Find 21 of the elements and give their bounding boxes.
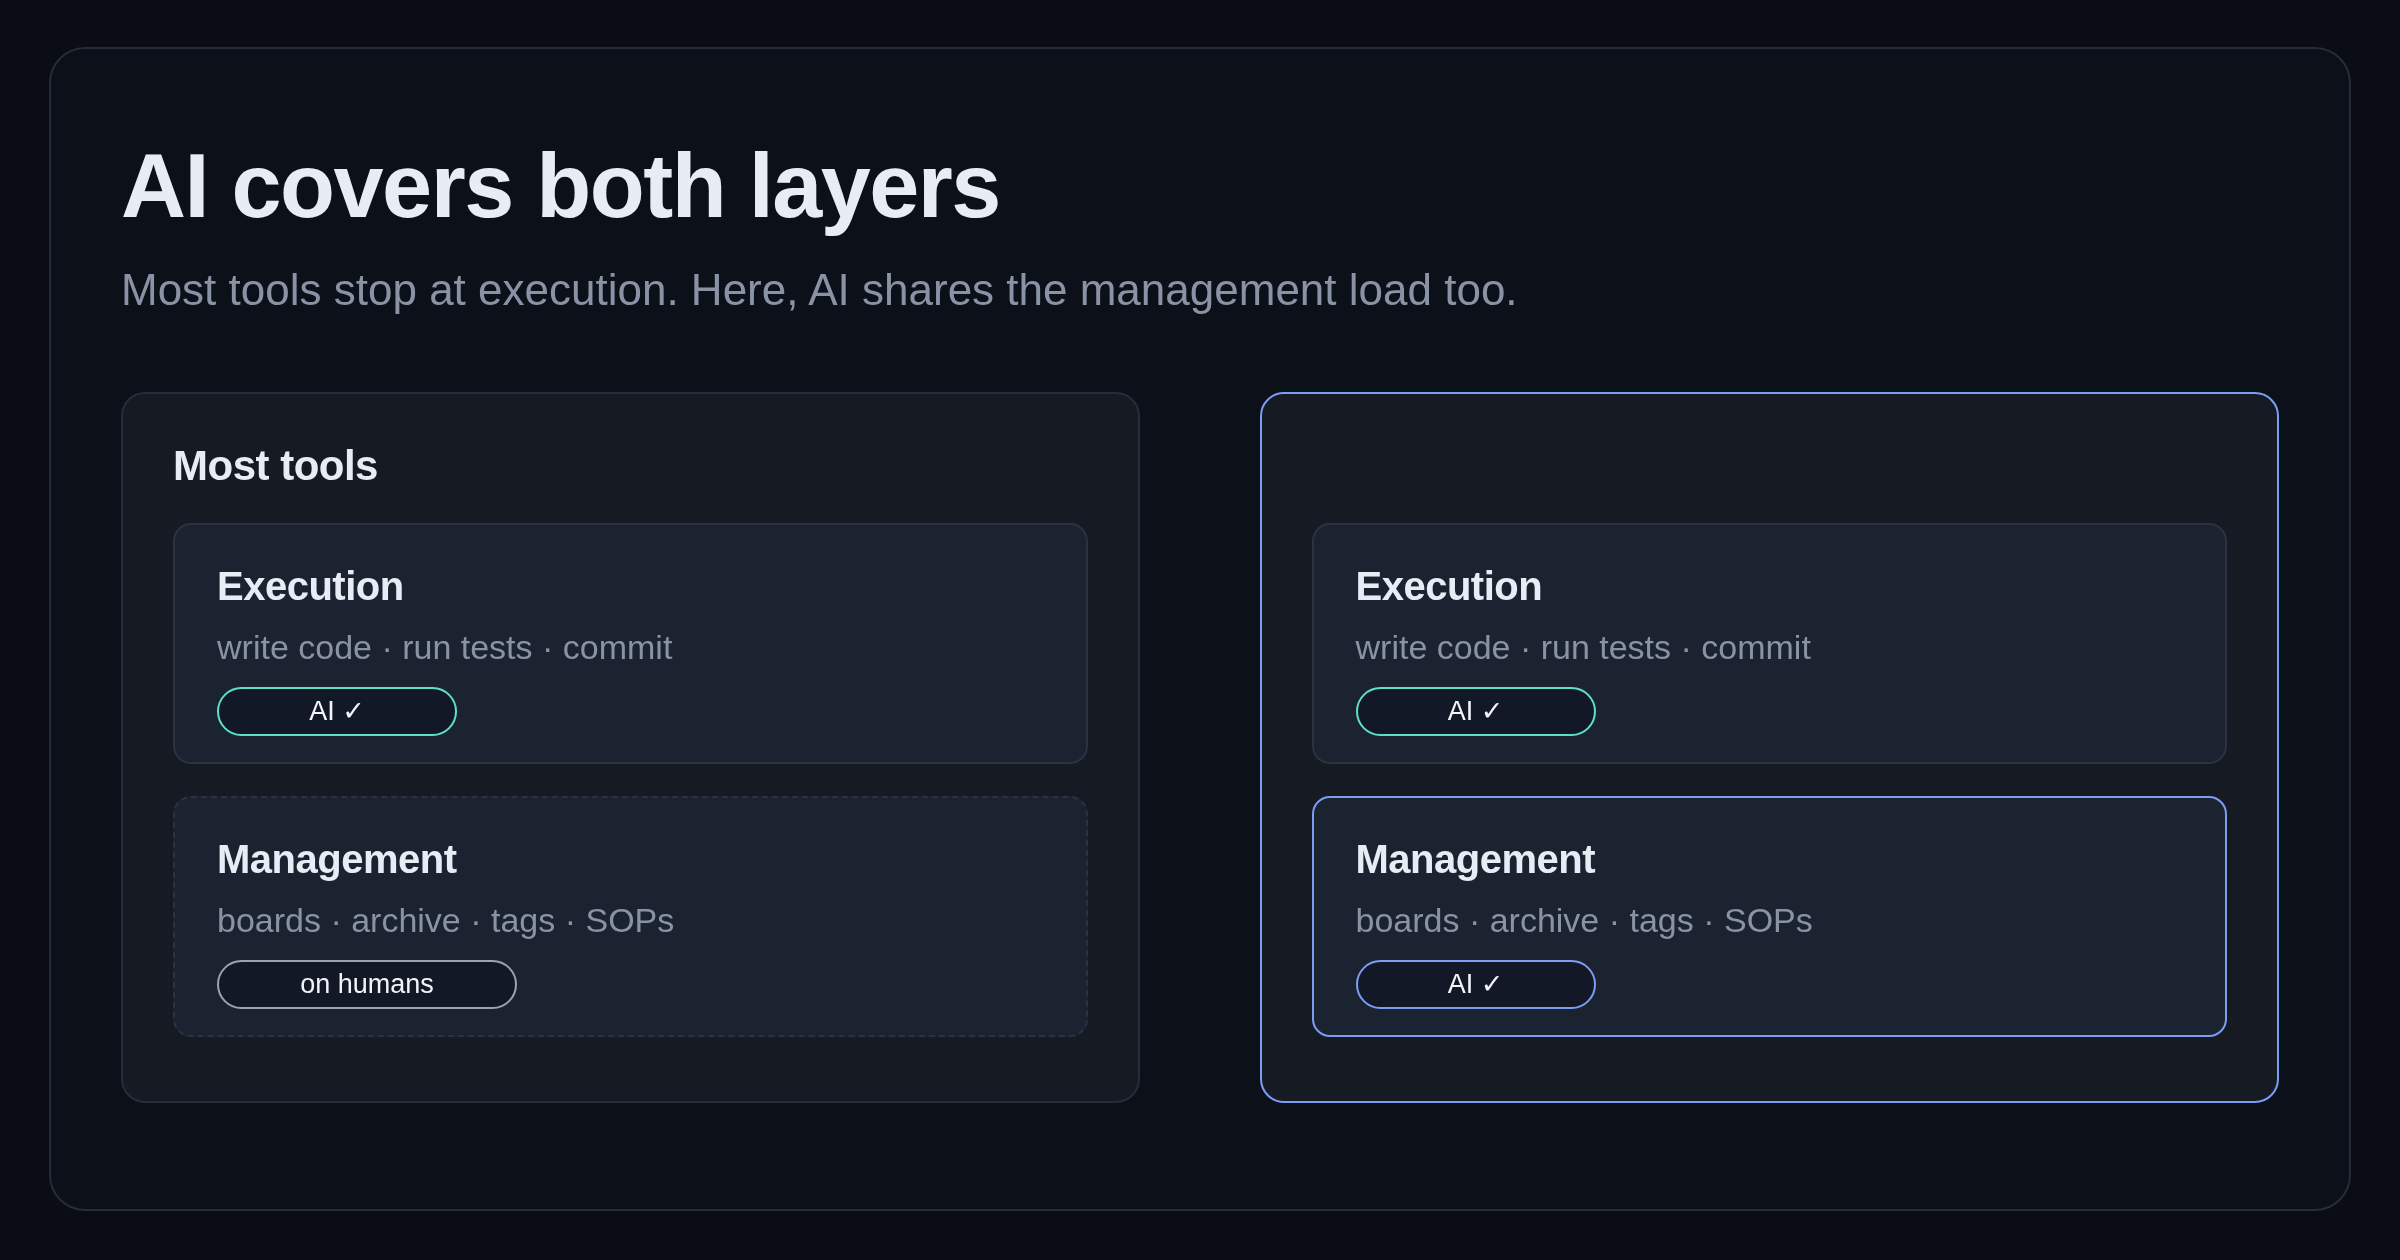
comparison-panel xyxy=(121,392,1140,1103)
layer-card xyxy=(173,796,1088,1037)
subtitle: Most tools stop at execution. Here, AI shares the management load too. xyxy=(121,264,1518,316)
card-description: boards · archive · tags · SOPs xyxy=(1355,900,1813,941)
layer-card xyxy=(1311,796,2227,1037)
status-pill: AI ✓ xyxy=(1355,960,1596,1009)
card-description: write code · run tests · commit xyxy=(217,627,673,668)
card-title: Management xyxy=(217,836,457,883)
card-title: Management xyxy=(1355,836,1595,883)
layer-card xyxy=(173,523,1088,764)
status-pill: AI ✓ xyxy=(1355,687,1596,736)
card-description: boards · archive · tags · SOPs xyxy=(217,900,675,941)
card-title: Execution xyxy=(1355,563,1543,610)
card-title: Execution xyxy=(217,563,404,610)
status-pill: AI ✓ xyxy=(217,687,457,736)
layer-card xyxy=(1311,523,2227,764)
panel-heading: Most tools xyxy=(173,441,378,491)
page-title: AI covers both layers xyxy=(121,137,1000,236)
card-description: write code · run tests · commit xyxy=(1355,627,1811,668)
comparison-panel xyxy=(1259,392,2279,1103)
status-pill: on humans xyxy=(217,960,517,1009)
